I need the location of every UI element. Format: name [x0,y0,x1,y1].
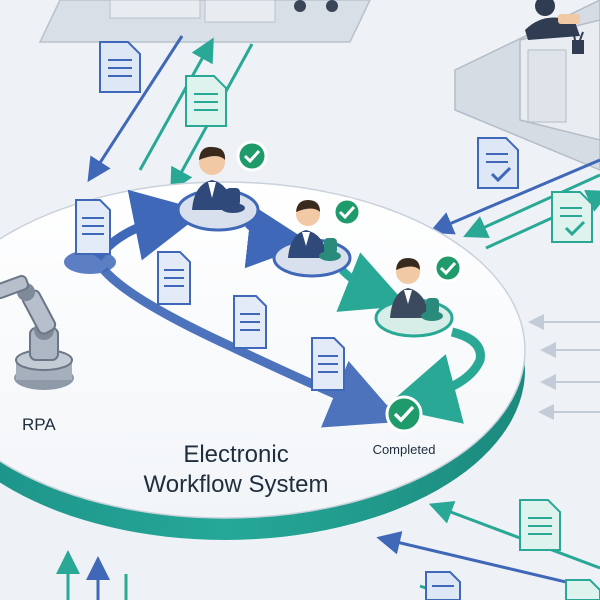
approver-station-3 [374,253,463,338]
platform-documents [75,199,345,391]
workflow-path [64,189,485,428]
approver-station-1 [176,140,268,232]
document-icon [99,41,141,93]
approver-station-2 [272,197,362,278]
check-icon [236,140,268,172]
document-icon [233,295,267,349]
completed-label: Completed [373,442,436,457]
document-check-icon [551,191,593,243]
floating-documents [99,41,600,600]
title-line-1: Electronic [183,441,288,468]
document-icon [185,75,227,127]
person-at-desk-icon [525,0,580,40]
check-icon [332,197,362,227]
robot-arm-icon [0,275,74,390]
document-icon [565,579,600,600]
rpa-label: RPA [22,415,56,434]
office-desk-top-right [454,0,600,171]
document-icon [311,337,345,391]
document-icon [425,571,461,600]
person-stamp-icon [288,200,341,261]
person-stamp-icon [390,258,443,321]
completed-check-icon [385,395,423,433]
flow-arrows-right [428,158,600,420]
document-icon [519,499,561,551]
pen-holder-icon [572,29,584,54]
person-stamp-icon [192,146,245,213]
title-line-2: Workflow System [144,471,329,498]
check-icon [433,253,463,283]
office-desk-top-left [38,0,371,43]
document-icon [75,199,111,255]
document-check-icon [477,137,519,189]
document-icon [157,251,191,305]
